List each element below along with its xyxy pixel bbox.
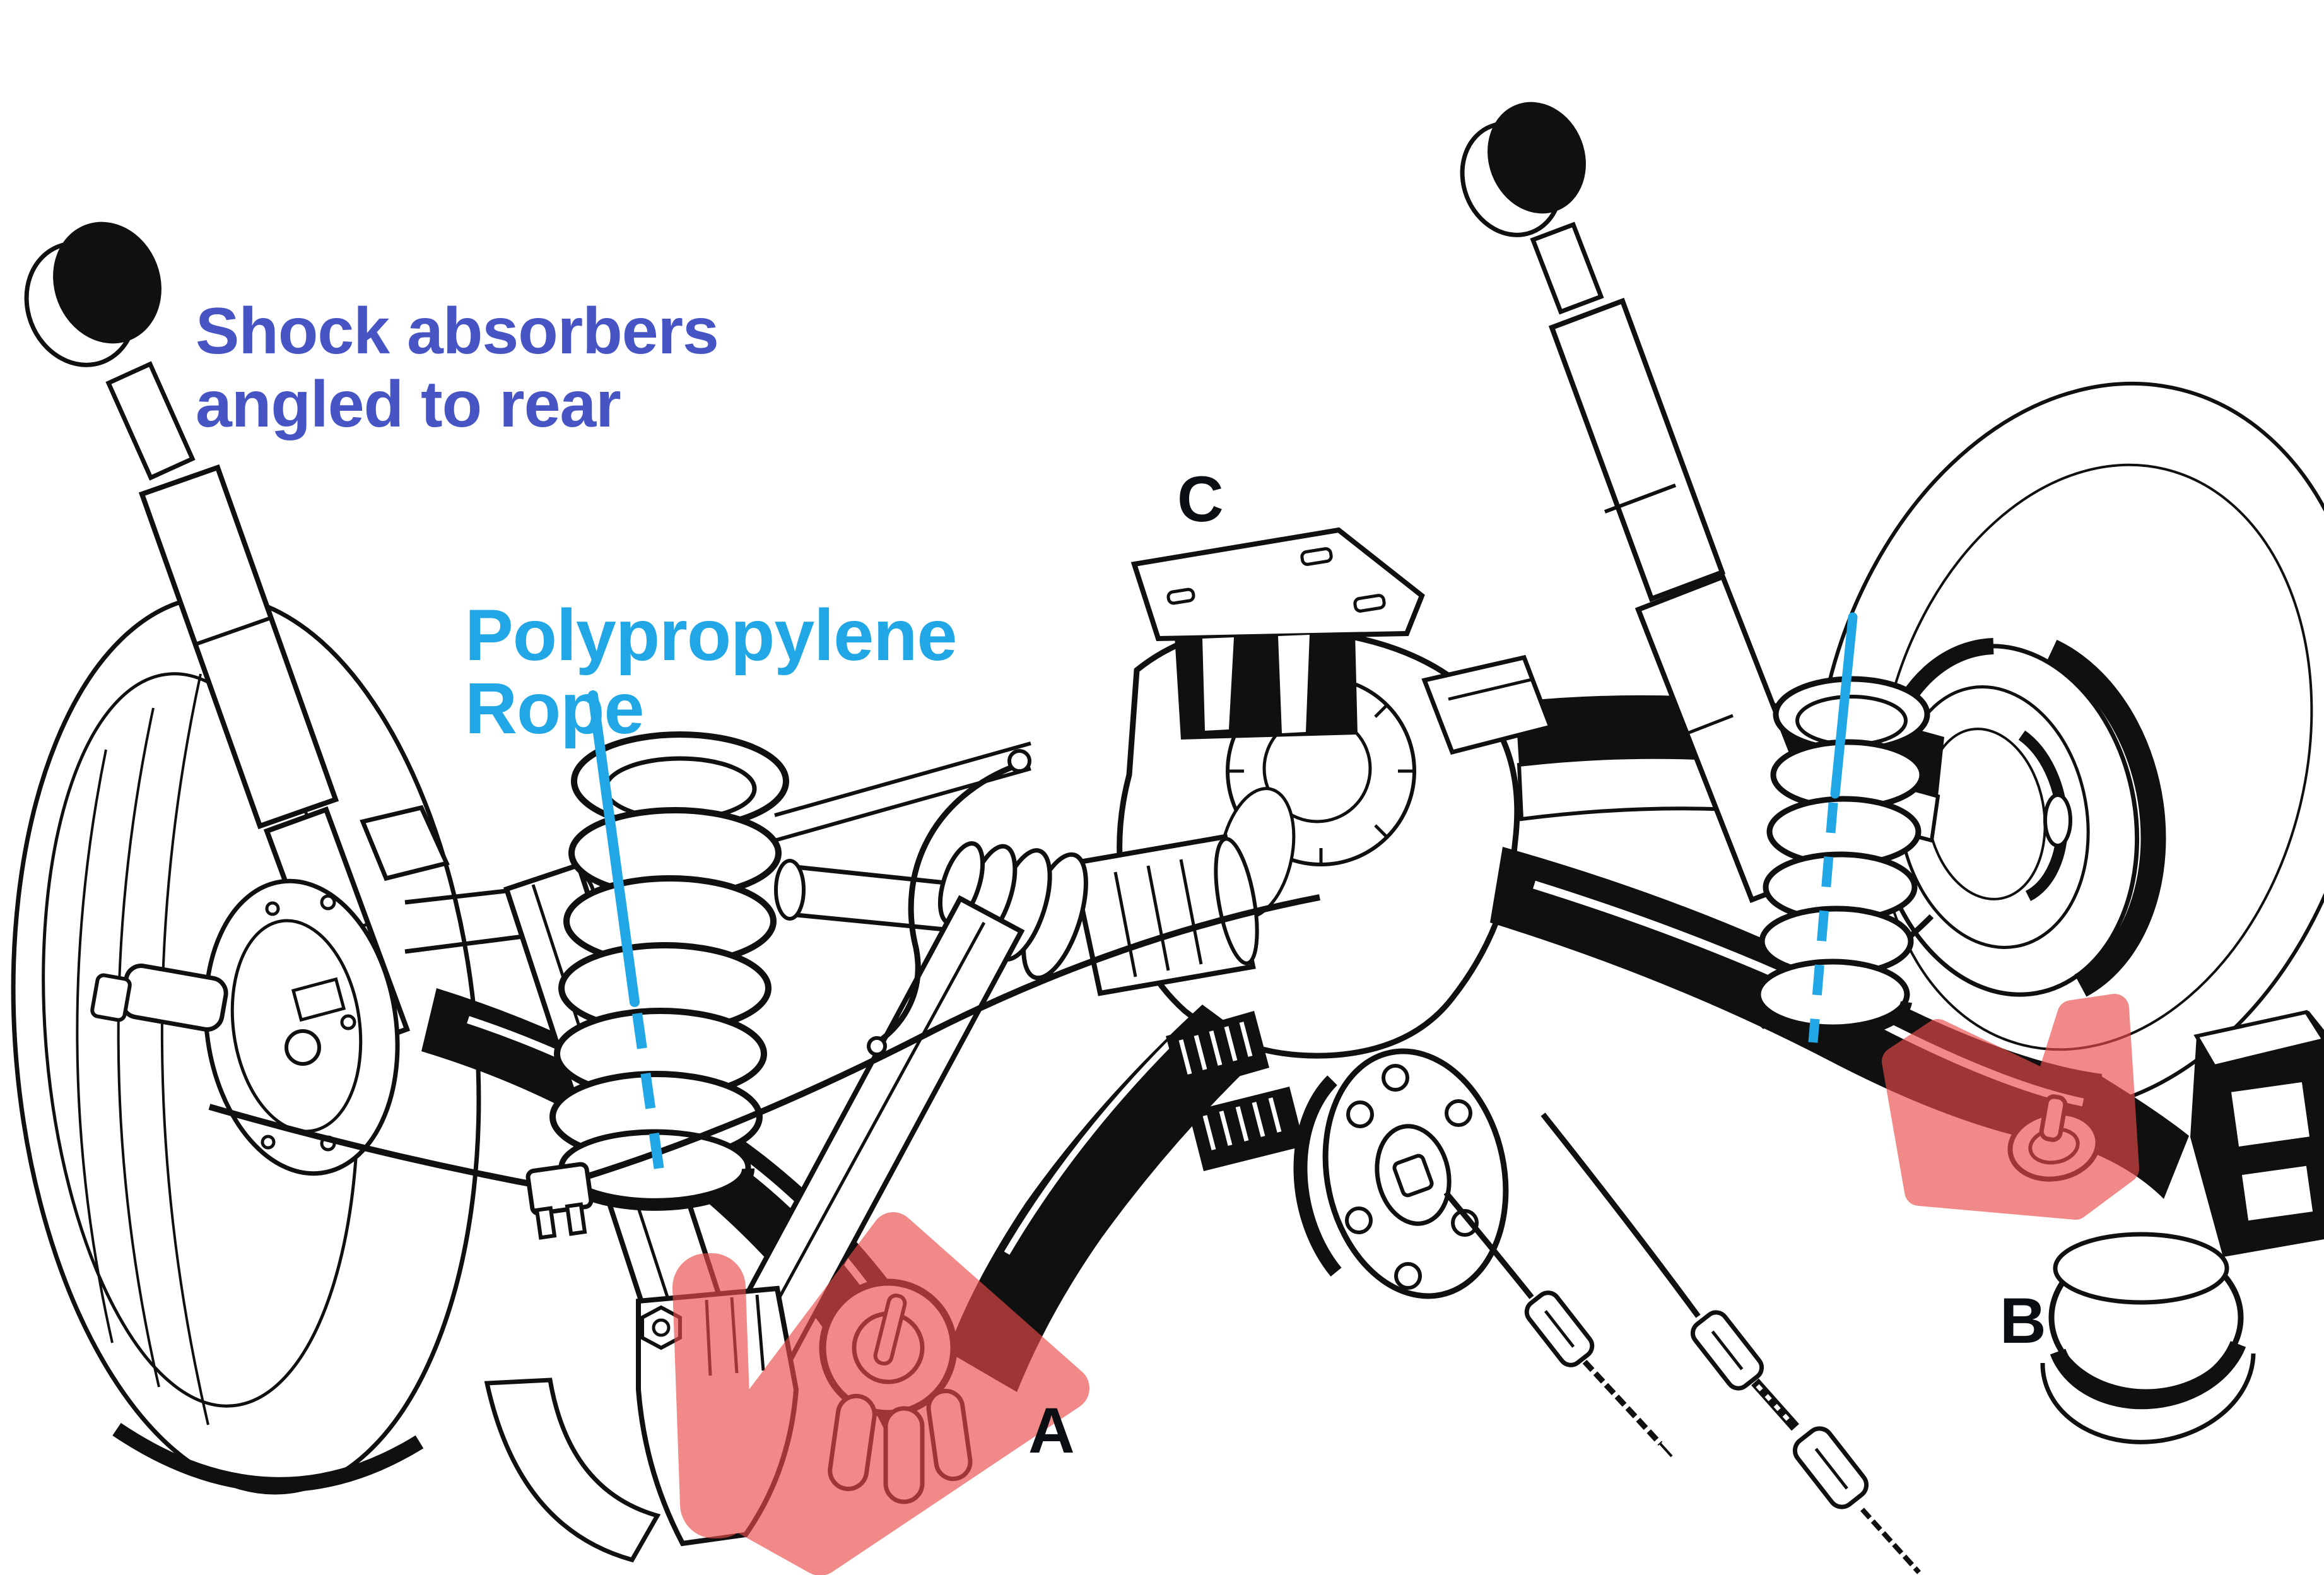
right-wheel [1759, 382, 2324, 1114]
shock-cap-left [53, 221, 161, 344]
hoses-cables [208, 749, 1921, 1574]
shock-cap-right [1488, 102, 1586, 214]
shock-label-line2: angled to rear [196, 368, 621, 441]
marker-b: B [2000, 1285, 2046, 1357]
marker-a: A [1028, 1395, 1074, 1466]
hub-flange [1166, 1011, 1509, 1299]
left-hub [90, 805, 450, 1176]
rope-label-line2: Rope [465, 668, 644, 749]
brake-cable-right [1541, 1112, 1921, 1574]
stub-nut [90, 973, 132, 1022]
brake-pipe [877, 762, 1019, 1044]
coil-spring-left [549, 731, 789, 1211]
rope-line-left [588, 690, 640, 1007]
rope-label-line1: Polypropylene [465, 595, 956, 676]
shock-lower-mount [360, 805, 450, 882]
rope-line-right [1830, 612, 1858, 799]
c-mount-plate [1130, 527, 1425, 642]
cable-clamp [525, 1162, 594, 1216]
drum-slot [2043, 793, 2072, 847]
highlight-overlays [672, 994, 2139, 1575]
shock-label-line1: Shock absorbers [196, 295, 719, 368]
highlight-region-b [1882, 994, 2139, 1220]
bracket-flange [484, 1377, 661, 1563]
ribbed-joints [1166, 1011, 1305, 1171]
highlight-region-a [681, 1212, 1089, 1575]
shock-absorber-left [24, 221, 411, 1054]
rope-line-left-dashed [632, 1012, 665, 1176]
cross-arm [948, 1005, 1265, 1392]
mount-block [1175, 632, 1358, 740]
tire-shadow [112, 1423, 424, 1492]
b-spring-seat [2007, 1010, 2324, 1444]
rope-lines [588, 612, 1858, 1176]
marker-c: C [1177, 463, 1223, 535]
brake-cable-left [1443, 1191, 1673, 1458]
rope-line-right-dashed [1808, 802, 1838, 1043]
parking-brake-cable [208, 894, 1320, 1191]
coil-spring-right [1755, 676, 1930, 1039]
